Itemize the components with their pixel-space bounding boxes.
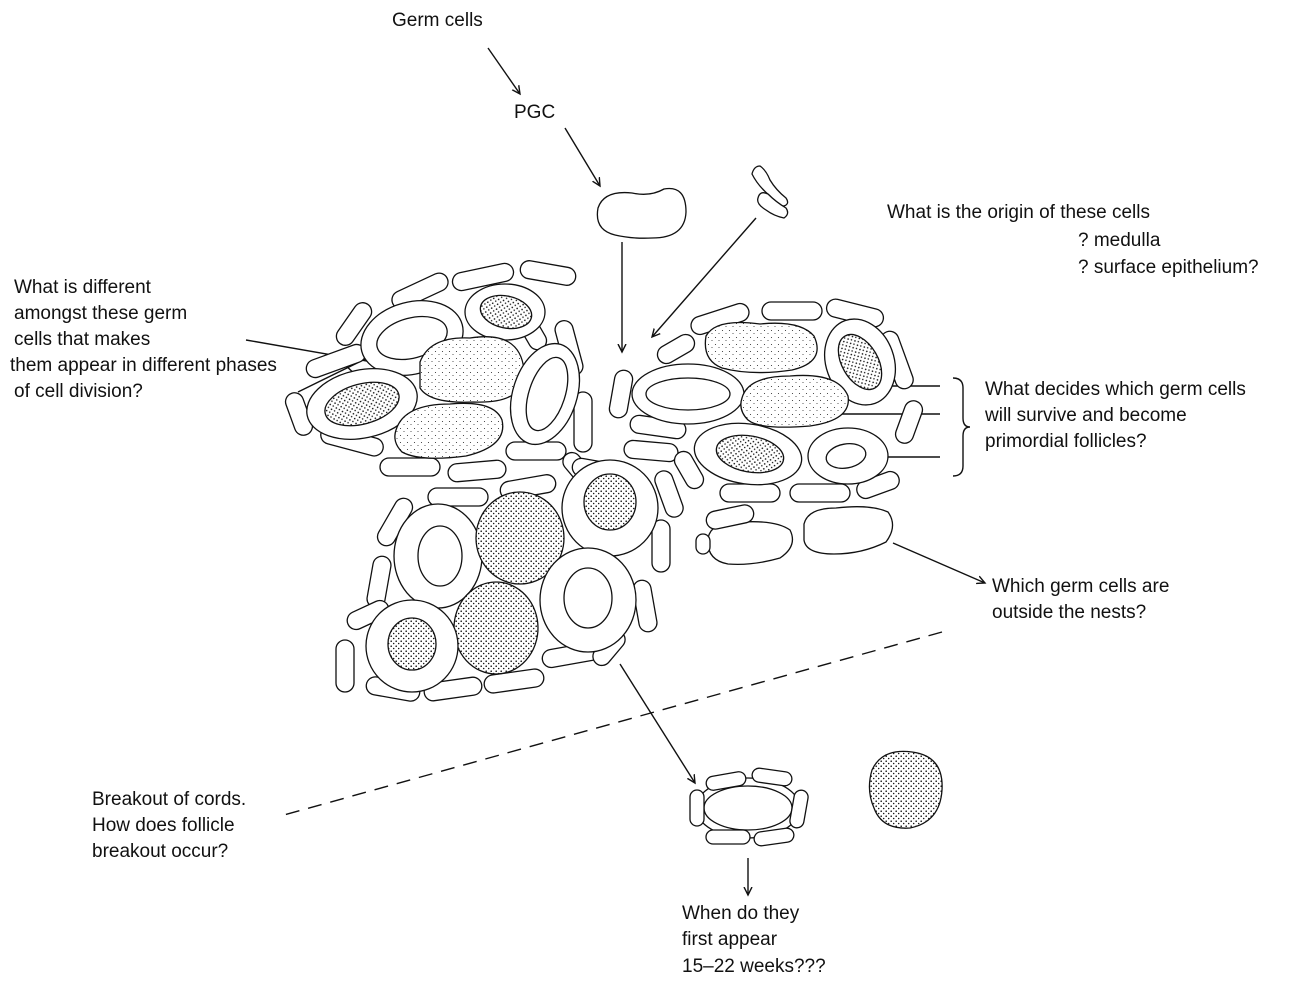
different-question-line: them appear in different phases <box>10 354 277 378</box>
origin-question: What is the origin of these cells <box>887 201 1150 225</box>
follicle-ring-inner <box>418 526 462 586</box>
different-question-line: amongst these germ <box>14 302 187 326</box>
survive-brace <box>953 378 970 476</box>
lower-germ-cell-nest <box>336 457 686 703</box>
germ-cells-label: Germ cells <box>392 9 483 33</box>
somatic-cell <box>428 488 488 506</box>
breakout-question-line: Breakout of cords. <box>92 788 246 812</box>
germ-cell-light-stippled <box>705 323 817 373</box>
arrow-germ-to-pgc <box>488 48 520 94</box>
timing-question-line: 15–22 weeks??? <box>682 955 826 979</box>
somatic-cell <box>762 302 822 320</box>
different-question-line: of cell division? <box>14 380 143 404</box>
left-germ-cell-nest <box>283 259 599 491</box>
somatic-cell <box>447 460 506 483</box>
germ-cell-dark <box>584 474 636 530</box>
arrow-pgc-to-cell <box>565 128 600 186</box>
pgc-label: PGC <box>514 101 555 125</box>
germ-cell-light-stippled <box>741 375 848 427</box>
pgc-cell <box>597 188 686 238</box>
survive-question-line: primordial follicles? <box>985 430 1147 454</box>
germ-cell-light-stippled <box>420 337 524 403</box>
somatic-cell <box>893 398 925 446</box>
germ-cell-dark <box>388 618 436 670</box>
primordial-follicle <box>690 767 809 846</box>
germ-cell-ring-inner <box>646 378 730 410</box>
granulosa-cell <box>690 790 704 826</box>
somatic-cell <box>790 484 850 502</box>
somatic-cell <box>380 458 440 476</box>
timing-question-line: When do they <box>682 902 799 926</box>
follicle-oocyte-inner <box>704 786 792 830</box>
different-question-line: cells that makes <box>14 328 150 352</box>
different-question-line: What is different <box>14 276 151 300</box>
somatic-cell <box>623 440 678 463</box>
arrow-nest-to-follicle <box>620 664 695 783</box>
somatic-cell <box>654 331 698 367</box>
germ-cell-outside-nest <box>804 507 893 554</box>
timing-question-line: first appear <box>682 928 777 952</box>
somatic-cell <box>696 534 710 554</box>
outside-question-line: outside the nests? <box>992 601 1146 625</box>
arrow-to-outside-label <box>893 543 985 583</box>
germ-cell-dark-large <box>454 582 538 674</box>
origin-option-medulla: ? medulla <box>1078 229 1160 253</box>
isolated-oocyte <box>869 751 942 828</box>
somatic-cell <box>652 520 670 572</box>
breakout-question-line: How does follicle <box>92 814 235 838</box>
breakout-question-line: breakout occur? <box>92 840 228 864</box>
somatic-cell <box>608 369 634 419</box>
somatic-cell <box>720 484 780 502</box>
outside-question-line: Which germ cells are <box>992 575 1169 599</box>
origin-option-epithelium: ? surface epithelium? <box>1078 256 1259 280</box>
survive-question-line: will survive and become <box>985 404 1187 428</box>
granulosa-cell <box>706 830 750 844</box>
survive-question-line: What decides which germ cells <box>985 378 1246 402</box>
somatic-cell <box>336 640 354 692</box>
follicle-ring-inner <box>564 568 612 628</box>
germ-cell-light-stippled <box>395 403 503 458</box>
somatic-cell <box>519 259 577 286</box>
